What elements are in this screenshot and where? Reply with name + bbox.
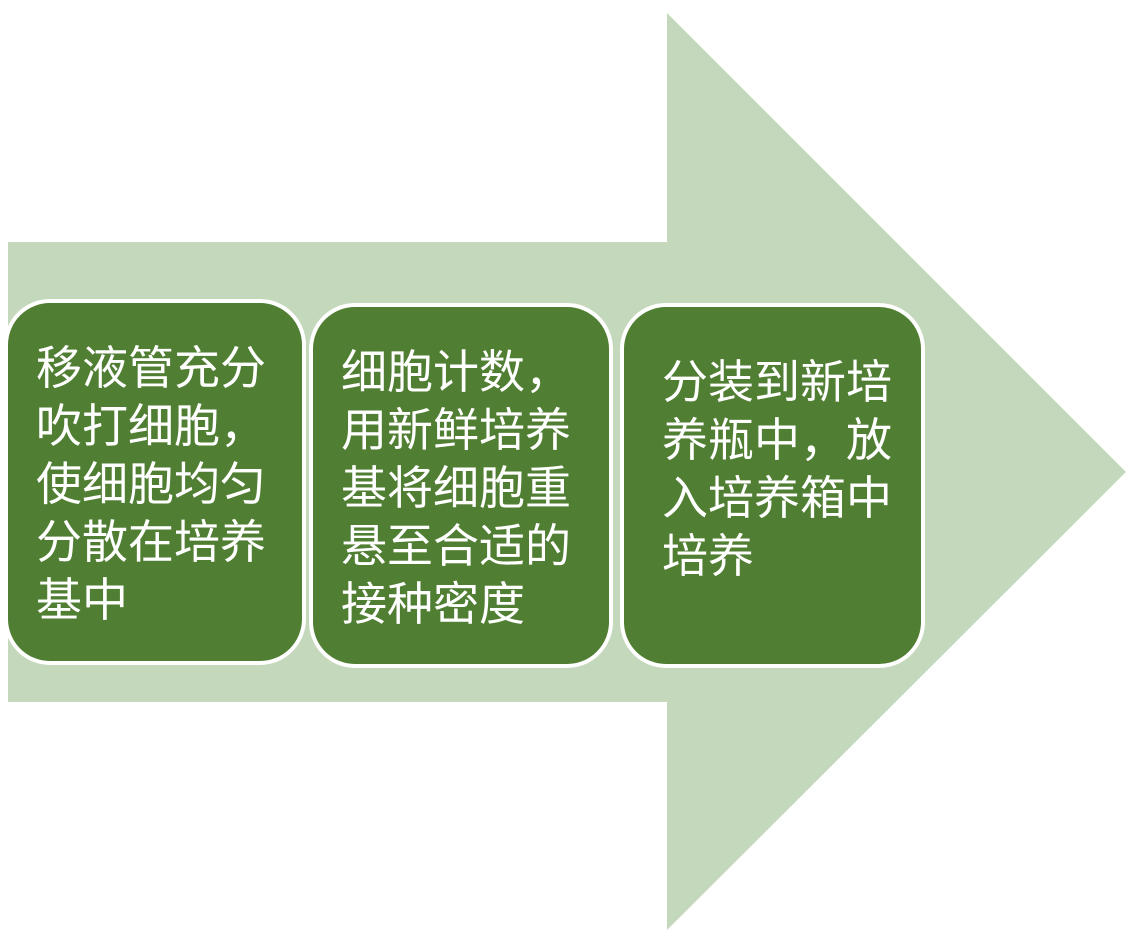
step-1-line-4: 分散在培养 [36, 515, 266, 569]
process-step-1: 移液管充分 吹打细胞， 使细胞均匀 分散在培养 基中 [4, 299, 306, 665]
process-step-3: 分装到新培 养瓶中，放 入培养箱中 培养 [620, 303, 925, 668]
step-1-line-1: 移液管充分 [36, 341, 266, 395]
step-3-line-3: 入培养箱中 [662, 471, 892, 525]
step-1-line-5: 基中 [36, 573, 128, 627]
step-1-line-3: 使细胞均匀 [36, 457, 266, 511]
step-3-line-2: 养瓶中，放 [662, 413, 892, 467]
step-2-line-4: 悬至合适的 [341, 519, 571, 573]
process-step-2: 细胞计数， 用新鲜培养 基将细胞重 悬至合适的 接种密度 [309, 303, 613, 668]
step-2-line-5: 接种密度 [341, 577, 525, 631]
step-2-line-1: 细胞计数， [341, 345, 571, 399]
step-1-line-2: 吹打细胞， [36, 399, 266, 453]
step-3-line-1: 分装到新培 [662, 355, 892, 409]
step-2-line-3: 基将细胞重 [341, 461, 571, 515]
step-2-line-2: 用新鲜培养 [341, 403, 571, 457]
step-3-line-4: 培养 [662, 529, 754, 583]
